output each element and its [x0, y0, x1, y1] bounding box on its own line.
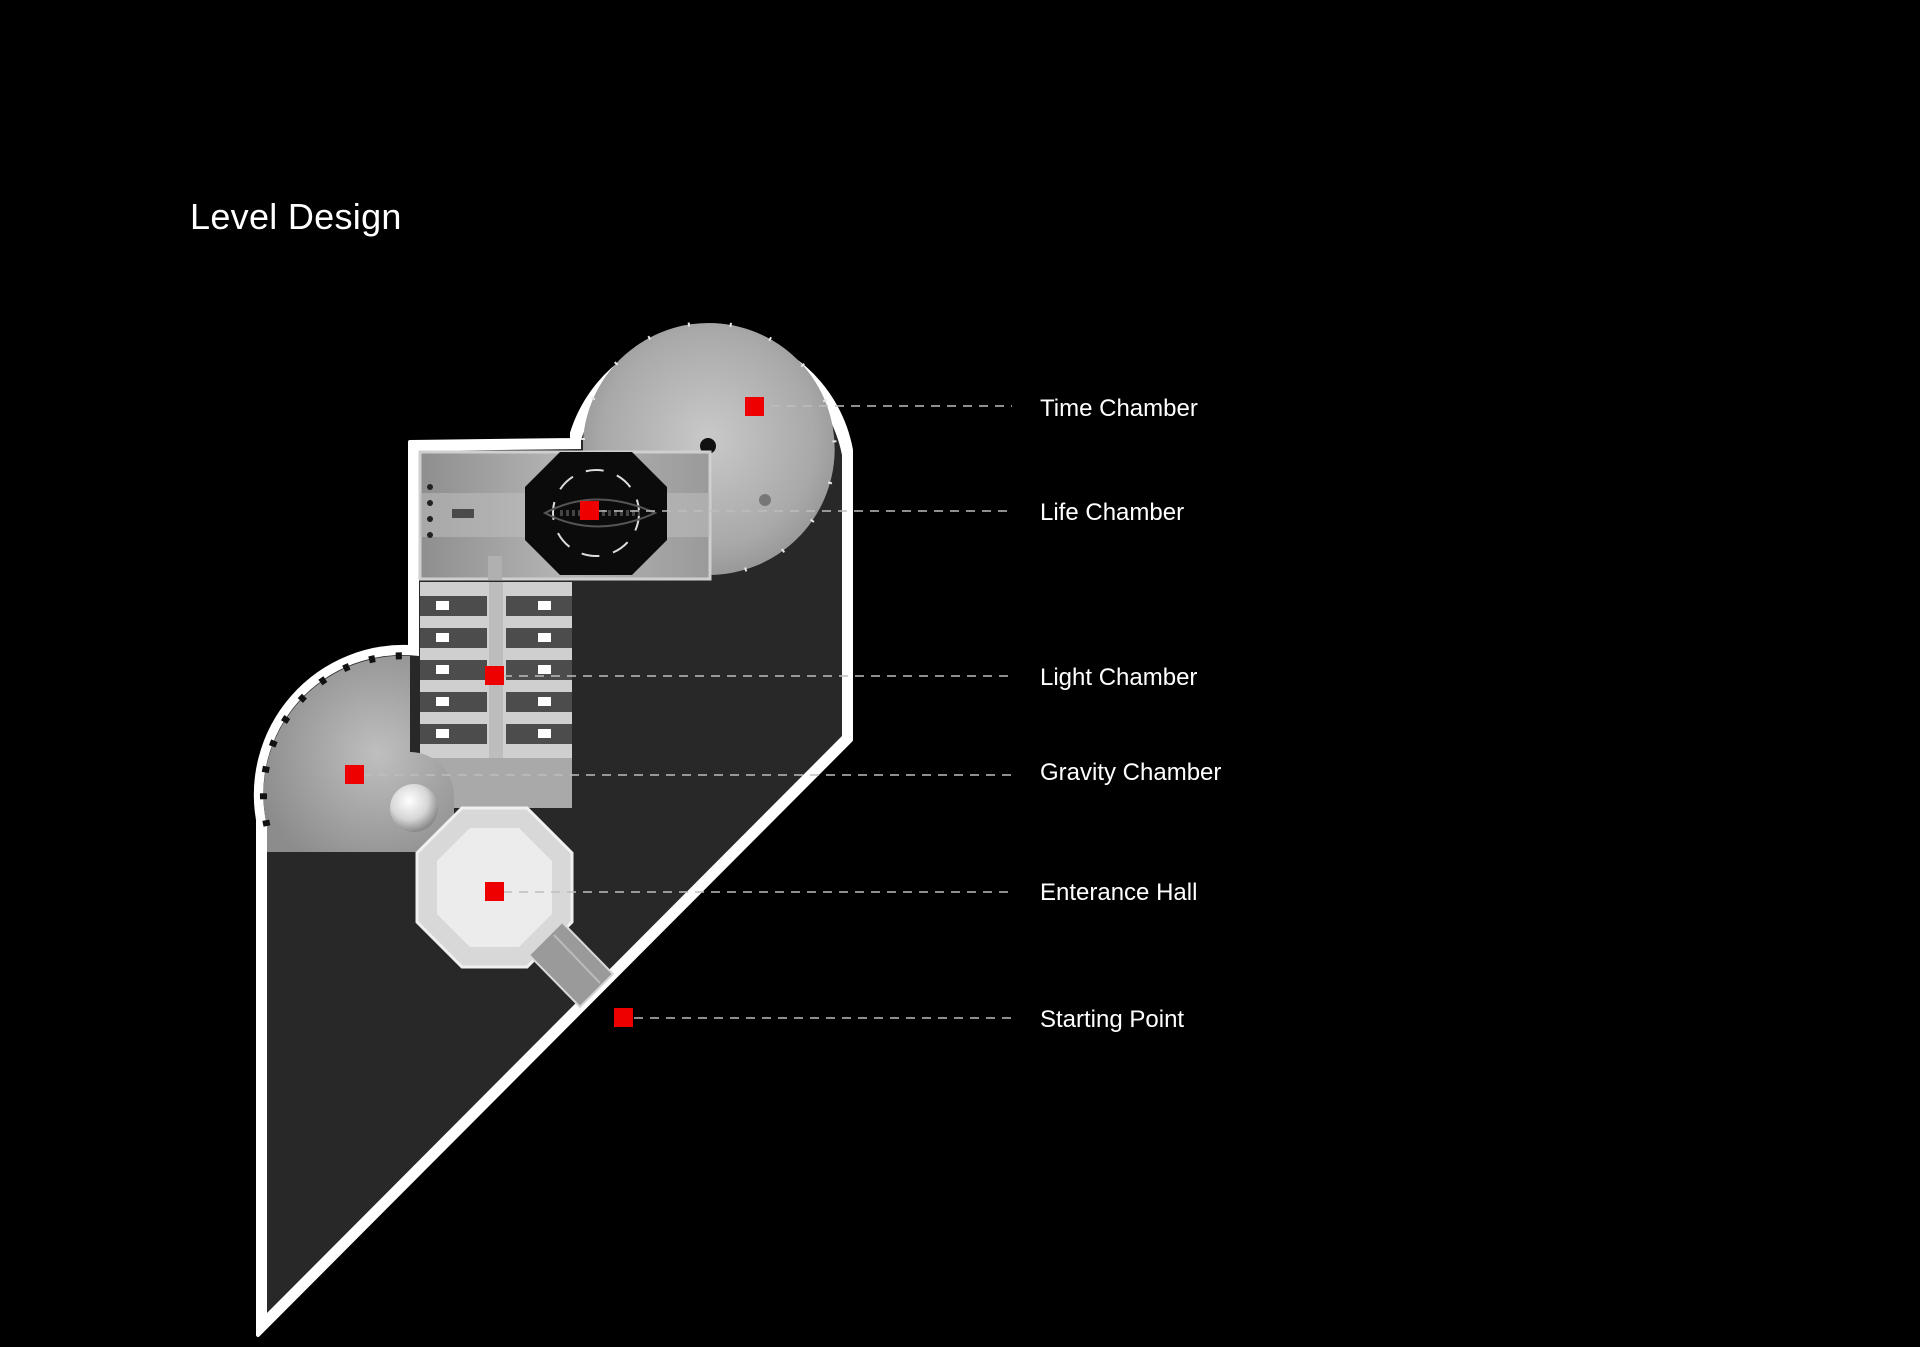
marker-time-chamber[interactable] [745, 397, 764, 416]
marker-entrance-hall[interactable] [485, 882, 504, 901]
label-entrance-hall: Enterance Hall [1040, 879, 1198, 906]
gravity-chamber [259, 652, 454, 852]
label-starting-point: Starting Point [1040, 1006, 1185, 1033]
page-title: Level Design [190, 196, 402, 237]
room-markers [345, 397, 764, 1027]
marker-gravity-chamber[interactable] [345, 765, 364, 784]
life-chamber [418, 450, 712, 581]
label-time-chamber: Time Chamber [1040, 395, 1198, 422]
dark-floor [263, 346, 842, 1313]
marker-light-chamber[interactable] [485, 666, 504, 685]
label-life-chamber: Life Chamber [1040, 499, 1185, 526]
label-light-chamber: Light Chamber [1040, 664, 1198, 691]
marker-starting-point[interactable] [614, 1008, 633, 1027]
leader-lines [362, 405, 1012, 1019]
label-gravity-chamber: Gravity Chamber [1040, 759, 1222, 786]
marker-life-chamber[interactable] [580, 501, 599, 520]
